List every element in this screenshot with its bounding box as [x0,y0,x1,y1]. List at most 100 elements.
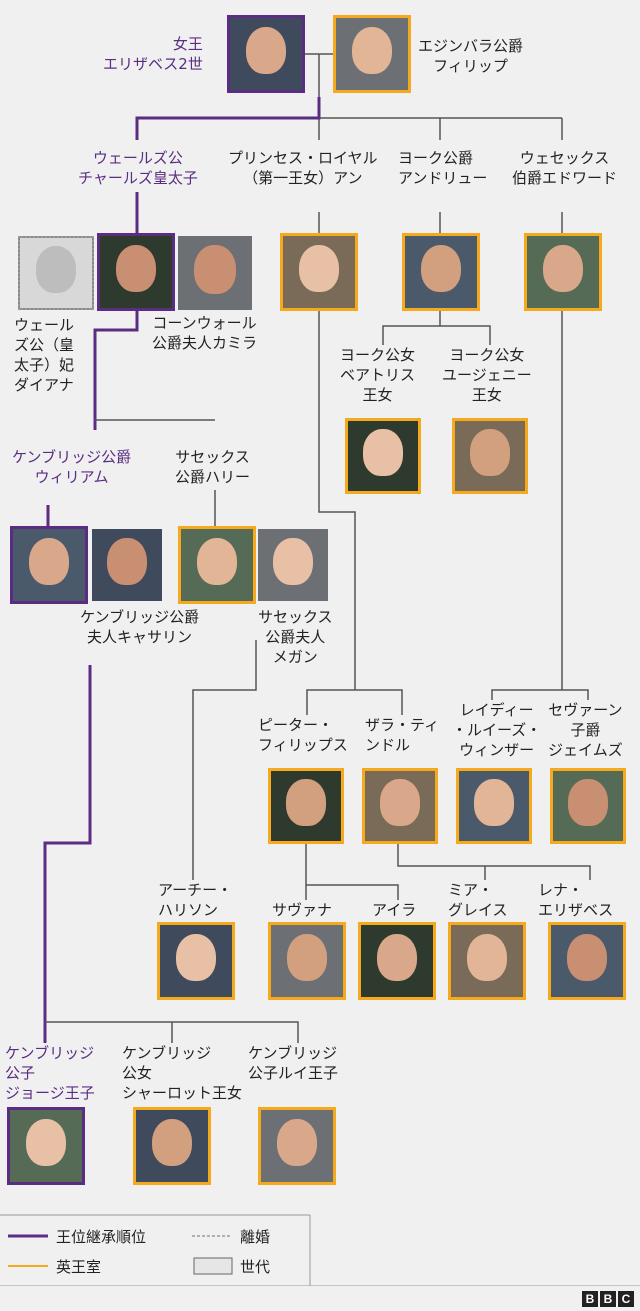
louise-face [474,779,514,826]
isla-photo [358,922,436,1000]
children-line-william [45,1021,299,1043]
edward-face [542,244,584,293]
lena-photo [548,922,626,1000]
lena-label: レナ・ エリザベス [538,881,614,919]
peter-face [286,779,326,826]
legend-generation-label: 世代 [240,1258,271,1276]
bbc-logo-b2: B [600,1291,616,1307]
philip-label: エジンバラ公爵 フィリップ [418,37,524,75]
children-line-andrew [382,311,491,345]
anne-face [298,244,340,293]
charles-face [115,244,157,293]
eugenie-photo [452,418,528,494]
camilla-face [194,244,236,294]
succession-line-william [93,311,139,430]
beatrice-label: ヨーク公女 ベアトリス 王女 [340,346,416,404]
bbc-logo-c: C [618,1291,634,1307]
eugenie-label: ヨーク公女 ユージェニー 王女 [442,346,532,404]
louise-photo [456,768,532,844]
children-line-edward [491,311,589,700]
eugenie-face [470,429,510,476]
archie-label: アーチー・ ハリソン [158,881,233,919]
anne-photo [280,233,358,311]
children-line-anne [306,311,403,715]
meghan-face [273,537,313,586]
william-face [28,537,70,586]
archie-face [175,933,217,982]
diana-label: ウェール ズ公（皇 太子）妃 ダイアナ [14,316,75,394]
diana-face [35,246,77,293]
harry-face [196,537,238,586]
elizabeth-face [245,26,287,75]
james-face [568,779,608,826]
charlotte-photo [133,1107,211,1185]
camilla-label: コーンウォール 公爵夫人カミラ [152,314,258,352]
edward-photo [524,233,602,311]
mia-label: ミア・ グレイス [448,881,508,919]
peter-label: ピーター・ フィリップス [258,716,348,754]
zara-face [380,779,420,826]
zara-label: ザラ・ティ ンドル [365,716,440,754]
george-face [25,1118,67,1167]
harry-photo [178,526,256,604]
andrew-face [420,244,462,293]
catherine-photo [92,529,162,601]
catherine-label: ケンブリッジ公爵 夫人キャサリン [80,608,200,646]
andrew-photo [402,233,480,311]
children-line-harry [192,640,257,880]
savannah-photo [268,922,346,1000]
children-line-zara [397,844,591,880]
children-line-peter [305,844,399,900]
charles-photo [97,233,175,311]
succession-line-george [43,665,92,1043]
peter-photo [268,768,344,844]
mia-face [466,933,508,982]
legend: 王位継承順位 英王室 離婚 世代 [0,1214,640,1286]
legend-generation-swatch [193,1257,233,1275]
lena-face [566,933,608,982]
james-photo [550,768,626,844]
william-label: ケンブリッジ公爵 ウィリアム [12,448,132,486]
charlotte-face [151,1118,193,1167]
james-label: セヴァーン 子爵 ジェイムズ [548,701,623,759]
legend-succession-label: 王位継承順位 [56,1228,147,1246]
louis-label: ケンブリッジ 公子ルイ王子 [248,1044,339,1082]
mia-photo [448,922,526,1000]
meghan-label: サセックス 公爵夫人 メガン [258,608,333,666]
beatrice-photo [345,418,421,494]
william-photo [10,526,88,604]
louis-face [276,1118,318,1167]
bbc-logo-b1: B [582,1291,598,1307]
louis-photo [258,1107,336,1185]
savannah-label: サヴァナ [272,901,333,919]
diana-photo [18,236,94,310]
andrew-label: ヨーク公爵 アンドリュー [398,149,488,187]
charlotte-label: ケンブリッジ 公女 シャーロット王女 [122,1044,243,1102]
george-label: ケンブリッジ 公子 ジョージ王子 [5,1044,95,1102]
legend-divorce-label: 離婚 [240,1228,271,1246]
isla-label: アイラ [372,901,417,919]
elizabeth-label: 女王 エリザベス2世 [103,35,203,73]
meghan-photo [258,529,328,601]
isla-face [376,933,418,982]
philip-photo [333,15,411,93]
george-photo [7,1107,85,1185]
children-line-elizabeth [318,117,563,140]
beatrice-face [363,429,403,476]
drop-lines-children [318,212,563,233]
savannah-face [286,933,328,982]
zara-photo [362,768,438,844]
bbc-logo: B B C [582,1291,634,1307]
camilla-photo [178,236,252,310]
charles-label: ウェールズ公 チャールズ皇太子 [78,149,198,187]
edward-label: ウェセックス 伯爵エドワード [512,149,618,187]
louise-label: レイディー ・ルイーズ・ ウィンザー [452,701,542,759]
archie-photo [157,922,235,1000]
anne-label: プリンセス・ロイヤル （第一王女）アン [228,149,378,187]
philip-face [351,26,393,75]
succession-line-charles [135,97,321,140]
legend-royal-label: 英王室 [56,1258,102,1276]
elizabeth-photo [227,15,305,93]
harry-label: サセックス 公爵ハリー [175,448,251,486]
